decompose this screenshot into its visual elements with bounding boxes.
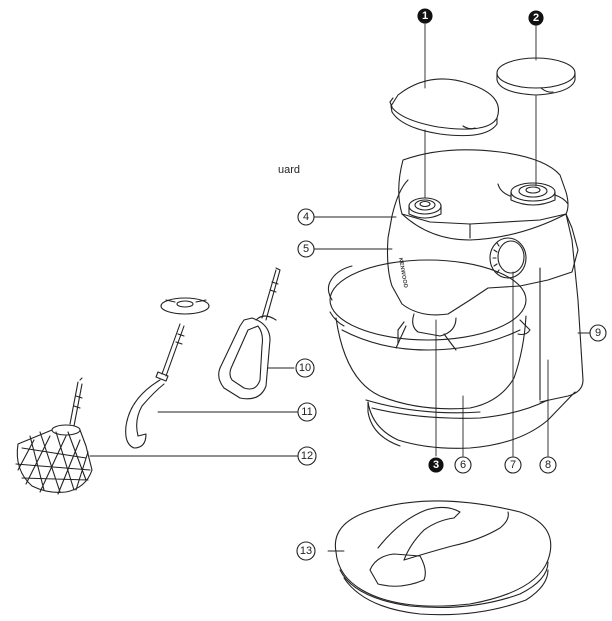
callout-7-label: 7 [510, 459, 516, 471]
callout-5: 5 [297, 240, 315, 258]
fragment-text: uard [278, 164, 301, 176]
brand-label: KENWOOD [397, 257, 408, 288]
callout-7: 7 [504, 456, 522, 474]
speed-control-dial [489, 237, 527, 279]
outlet-cover-part-1 [389, 78, 499, 137]
callout-3: 3 [428, 457, 444, 473]
hook-collar [160, 297, 210, 315]
callout-4: 4 [297, 208, 315, 226]
callout-11: 11 [297, 402, 317, 422]
callout-13-label: 13 [300, 545, 312, 557]
mixer-head: KENWOOD [386, 149, 579, 316]
callout-2: 2 [528, 10, 544, 26]
callout-2-label: 2 [533, 12, 539, 24]
callout-10-label: 10 [299, 362, 311, 374]
k-beater-part-10 [218, 267, 281, 400]
callout-12-label: 12 [301, 450, 313, 462]
dough-hook-part-11 [125, 323, 185, 449]
outlet-cap-part-2 [496, 57, 576, 96]
callout-1-label: 1 [422, 10, 428, 22]
callout-13: 13 [296, 541, 316, 561]
callout-6: 6 [454, 456, 472, 474]
callout-8: 8 [539, 456, 557, 474]
mixing-bowl [327, 259, 531, 414]
leader-lines [89, 23, 591, 552]
callout-9: 9 [589, 324, 607, 342]
callout-4-label: 4 [303, 211, 309, 223]
pouring-shield-part-13 [334, 500, 552, 616]
callout-10: 10 [295, 358, 315, 378]
callout-9-label: 9 [595, 327, 601, 339]
callout-3-label: 3 [433, 459, 439, 471]
callout-5-label: 5 [303, 243, 309, 255]
callout-8-label: 8 [545, 459, 551, 471]
whisk-part-12 [15, 377, 93, 495]
tool-socket [395, 313, 457, 351]
callout-11-label: 11 [301, 406, 312, 418]
callout-12: 12 [297, 446, 317, 466]
mixer-body-base [367, 213, 584, 449]
callout-1: 1 [417, 8, 433, 24]
callout-6-label: 6 [460, 459, 466, 471]
